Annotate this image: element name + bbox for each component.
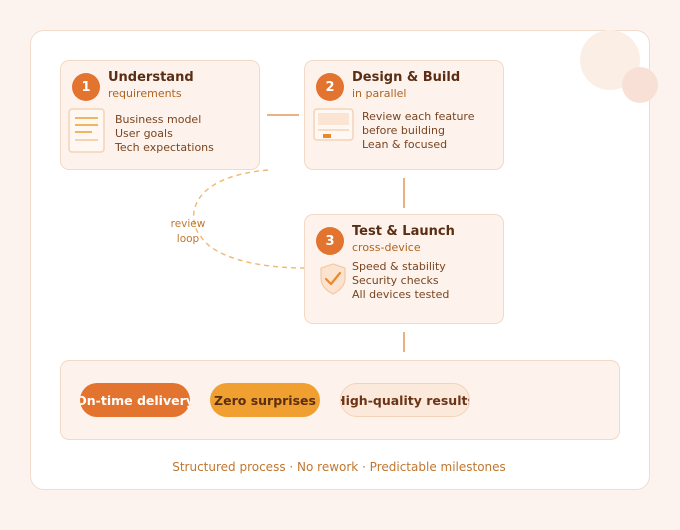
step-3-card: 3 Test & Launch cross-device Speed & sta… <box>304 214 504 324</box>
outcome-pill-high-quality-results: High-quality results <box>340 383 470 417</box>
step-3-details: Speed & stability Security checks All de… <box>352 260 449 302</box>
decorative-circle-small <box>622 67 658 103</box>
step-2-title: Design & Build <box>352 70 461 85</box>
step-1-subtitle: requirements <box>108 87 182 100</box>
outcome-pill-on-time-delivery: On-time delivery <box>80 383 190 417</box>
step-3-detail: Speed & stability <box>352 260 446 273</box>
outcomes-panel: On-time delivery Zero surprises High-qua… <box>60 360 620 440</box>
outcome-pill-zero-surprises: Zero surprises <box>210 383 320 417</box>
step-2-number: 2 <box>316 73 344 101</box>
step-1-detail: User goals <box>115 127 173 140</box>
step-3-detail: Security checks <box>352 274 439 287</box>
step-3-subtitle: cross-device <box>352 241 421 254</box>
step-1-title: Understand <box>108 70 194 85</box>
step-3-number: 3 <box>316 227 344 255</box>
step-2-subtitle: in parallel <box>352 87 407 100</box>
step-2-card: 2 Design & Build in parallel Review each… <box>304 60 504 170</box>
review-loop-line-1: review <box>170 218 206 230</box>
browser-window-icon <box>313 108 354 141</box>
step-3-title: Test & Launch <box>352 224 455 239</box>
step-2-detail: Review each feature <box>362 110 475 123</box>
step-1-card: 1 Understand requirements Business model… <box>60 60 260 170</box>
step-2-details: Review each feature before building Lean… <box>362 110 474 152</box>
review-loop-line-2: loop <box>176 233 200 245</box>
review-loop-label: review loop <box>164 217 212 247</box>
document-icon <box>68 108 105 153</box>
footer-tagline: Structured process · No rework · Predict… <box>172 460 506 474</box>
review-loop-curve <box>192 169 305 269</box>
step-1-details: Business model User goals Tech expectati… <box>115 113 214 155</box>
step-1-detail: Business model <box>115 113 202 126</box>
step-1-number: 1 <box>72 73 100 101</box>
step-2-detail: Lean & focused <box>362 138 448 151</box>
step-1-detail: Tech expectations <box>115 141 214 154</box>
step-3-detail: All devices tested <box>352 288 450 301</box>
step-2-detail: before building <box>362 124 445 137</box>
shield-check-icon <box>320 263 346 295</box>
